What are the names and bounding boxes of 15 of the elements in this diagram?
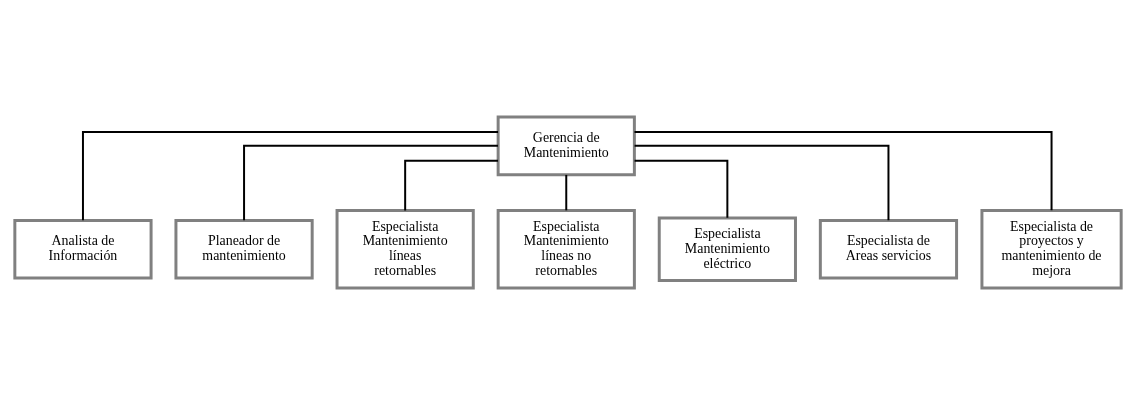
node-box: Especialista de Areas servicios [818,218,959,280]
connector [565,173,568,211]
node-box: Especialista Mantenimiento líneas retornables [335,208,475,289]
node-box: Especialista Mantenimiento líneas no retornables [496,208,636,289]
connector [633,159,729,219]
connector [243,144,499,221]
connector [81,130,500,221]
node-box: Analista de Información [13,218,153,280]
node-box: Especialista Mantenimiento eléctrico [657,215,797,282]
node-box: Especialista de proyectos y mantenimiento de mejora [980,208,1123,289]
connector [404,159,499,211]
connector [633,130,1053,211]
node-box: Planeador de mantenimiento [174,218,314,280]
node-box: Gerencia de Mantenimiento [496,115,636,176]
connector [633,144,890,221]
